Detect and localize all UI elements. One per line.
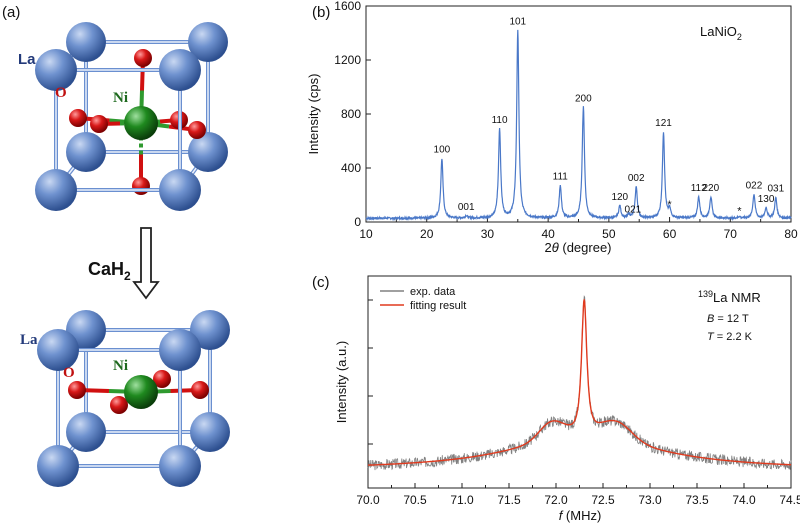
panel-label-c: (c)	[312, 274, 330, 291]
cell-front-face	[54, 68, 182, 192]
reduction-arrow	[132, 227, 160, 300]
xrd-peak-label: 022	[746, 180, 763, 191]
nmr-x-tick-label: 72.0	[544, 493, 568, 507]
xrd-y-tick-label: 400	[341, 161, 361, 175]
la-atom	[35, 49, 77, 91]
la-label-top: La	[18, 51, 36, 68]
xrd-x-axis-label: 2θ (degree)	[544, 240, 611, 255]
ni-atom	[124, 375, 158, 409]
nmr-x-tick-label: 70.0	[356, 493, 380, 507]
xrd-peak-label: *	[737, 206, 742, 218]
o-atom	[68, 381, 86, 399]
xrd-y-tick-label: 1200	[334, 53, 361, 67]
nmr-x-tick-label: 71.0	[450, 493, 474, 507]
nmr-x-tick-label: 73.0	[638, 493, 662, 507]
ni-atom	[124, 106, 158, 140]
nmr-axis-ticks: 70.0 70.5 71.0 71.5 72.0 72.5 73.0 73.5 74.0 74.5	[356, 299, 800, 507]
xrd-peak-label: 121	[655, 118, 672, 129]
xrd-x-tick-label: 10	[359, 227, 373, 241]
nmr-fit-line	[368, 299, 792, 466]
reagent-label: CaH2	[88, 259, 131, 283]
nmr-x-tick-label: 72.5	[591, 493, 615, 507]
nmr-x-tick-label: 74.0	[732, 493, 756, 507]
la-label-bottom: La	[20, 332, 38, 348]
xrd-peak-label: 120	[611, 192, 628, 203]
ni-label-bottom: Ni	[113, 358, 128, 374]
la-atom	[159, 169, 201, 211]
nmr-temperature-param: T = 2.2 K	[707, 331, 753, 343]
nmr-y-axis-label: Intensity (a.u.)	[334, 341, 349, 423]
xrd-x-tick-label: 70	[724, 227, 738, 241]
xrd-x-tick-label: 30	[481, 227, 495, 241]
o-atom	[132, 177, 150, 195]
xrd-x-tick-label: 50	[602, 227, 616, 241]
xrd-peak-label: 111	[553, 172, 569, 183]
nmr-x-tick-label: 70.5	[403, 493, 427, 507]
o-atom	[191, 381, 209, 399]
xrd-peak-label: *	[667, 199, 672, 211]
xrd-peak-label: 112	[691, 183, 707, 194]
xrd-peak-label: 130	[758, 194, 775, 205]
xrd-peak-label: 031	[767, 184, 784, 195]
nmr-title: 139La NMR	[698, 289, 761, 305]
la-atom	[188, 132, 228, 172]
xrd-pattern-line	[365, 29, 792, 222]
nmr-field-param: B = 12 T	[707, 313, 749, 325]
la-atom	[66, 22, 106, 62]
crystal-structure-top	[35, 22, 228, 211]
nmr-chart: 70.0 70.5 71.0 71.5 72.0 72.5 73.0 73.5 74.0 74.5…	[334, 275, 800, 523]
panel-label-b: (b)	[312, 4, 330, 21]
la-atom	[66, 412, 106, 452]
xrd-x-tick-label: 80	[784, 227, 798, 241]
o-atom	[90, 115, 108, 133]
xrd-peak-label: 200	[575, 93, 592, 104]
xrd-peak-label: 100	[434, 145, 451, 156]
legend-fit-label: fitting result	[410, 300, 466, 312]
xrd-peak-label: 220	[703, 183, 720, 194]
o-label-top: O	[55, 85, 67, 101]
o-atom	[110, 396, 128, 414]
xrd-x-tick-label: 20	[420, 227, 434, 241]
xrd-x-tick-label: 40	[541, 227, 555, 241]
o-atom	[134, 49, 152, 67]
la-atom	[37, 329, 79, 371]
la-atom	[188, 22, 228, 62]
nmr-x-tick-label: 74.5	[779, 493, 800, 507]
xrd-compound-label: LaNiO2	[700, 24, 742, 42]
xrd-peak-label: 001	[458, 202, 475, 213]
nmr-x-tick-label: 73.5	[685, 493, 709, 507]
xrd-y-tick-label: 0	[354, 215, 361, 229]
xrd-y-tick-label: 800	[341, 107, 361, 121]
la-atom	[159, 329, 201, 371]
legend-exp-label: exp. data	[410, 286, 456, 298]
la-atom	[190, 310, 230, 350]
xrd-y-axis-label: Intensity (cps)	[306, 74, 321, 155]
o-atom	[188, 121, 206, 139]
la-atom	[159, 445, 201, 487]
la-atom	[35, 169, 77, 211]
crystal-structure-bottom	[37, 310, 230, 487]
nmr-x-tick-label: 71.5	[497, 493, 521, 507]
nmr-x-axis-label: f (MHz)	[559, 508, 602, 523]
xrd-y-tick-label: 1600	[334, 0, 361, 13]
o-atom	[69, 109, 87, 127]
ni-label-top: Ni	[113, 90, 128, 106]
la-atom	[159, 49, 201, 91]
xrd-peak-label: 021	[625, 205, 642, 216]
o-atom	[153, 370, 171, 388]
panel-label-a: (a)	[2, 4, 20, 21]
la-atom	[66, 132, 106, 172]
xrd-x-tick-label: 60	[663, 227, 677, 241]
la-atom	[37, 445, 79, 487]
xrd-peak-label: 002	[628, 173, 645, 184]
o-label-bottom: O	[63, 365, 75, 381]
la-atom	[190, 412, 230, 452]
xrd-peak-label: 110	[492, 115, 508, 126]
xrd-peak-label: 101	[509, 16, 526, 27]
